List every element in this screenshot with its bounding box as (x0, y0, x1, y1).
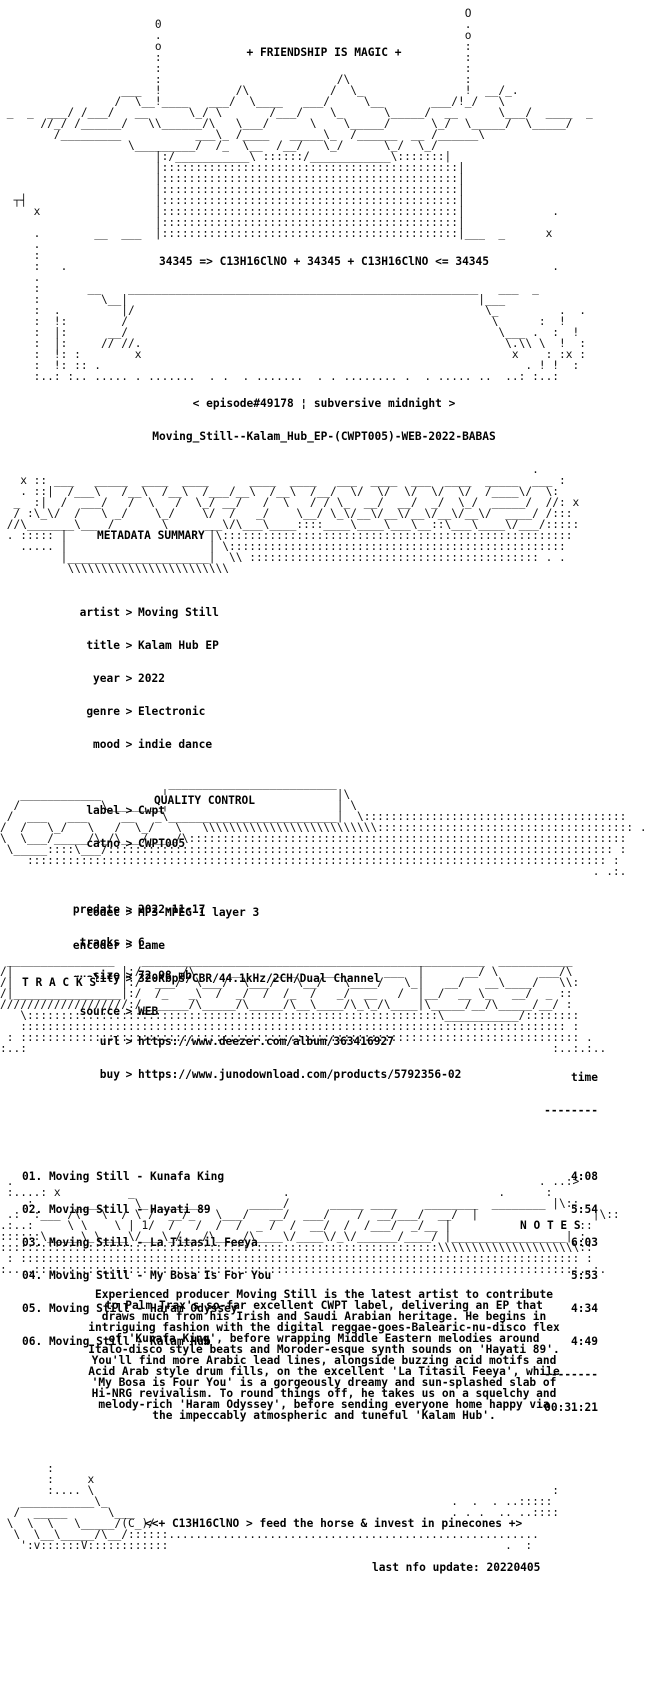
formula-line: 34345 => C13H16ClNO + 34345 + C13H16ClNO… (158, 255, 490, 268)
meta-tracks: tracks>6 (79, 936, 145, 949)
quality-section-title: QUALITY CONTROL (154, 794, 256, 807)
time-header: time (571, 1071, 598, 1084)
footer-art: : : x :.... \ : ___________\_ . . . ..::… (6, 1463, 560, 1551)
quality-section-art: _________________________ ____________ |… (0, 778, 647, 877)
meta-label: label>Cwpt (86, 804, 165, 817)
total-time: 00:31:21 (544, 1401, 598, 1414)
quality-codec: codec>MP3 MPEG 1 layer 3 (86, 906, 260, 919)
buy-link[interactable]: https://www.junodownload.com/products/57… (138, 1068, 462, 1081)
meta-buy: buy>https://www.junodownload.com/product… (99, 1068, 462, 1081)
url-link[interactable]: https://www.deezer.com/album/363416927 (138, 1035, 394, 1048)
meta-predate: predate>2022-11-17 (72, 903, 206, 916)
quality-encoder: encoder>Lame (72, 939, 165, 952)
notes-section-title: N O T E S (520, 1219, 581, 1232)
quality-list: codec>MP3 MPEG 1 layer 3 encoder>Lame qu… (50, 885, 381, 1039)
quality-quality: quality>320Kbps/CBR/44.1kHz/2CH/Dual Cha… (72, 972, 381, 985)
meta-genre: genre>Electronic (86, 705, 206, 718)
metadata-section-art: . x :: ___ _____ ____ ____ ____ ____ ___… (6, 464, 580, 574)
metadata-section-title: METADATA SUMMARY (97, 529, 205, 542)
notes-body: Experienced producer Moving Still is the… (88, 1288, 560, 1422)
meta-artist: artist>Moving Still (79, 606, 219, 619)
meta-catno: catno>CWPT005 (86, 837, 186, 850)
tracklist: time -------- 01. Moving Still - Kunafa … (22, 1050, 598, 1435)
meta-url: url>https://www.deezer.com/album/3634169… (99, 1035, 394, 1048)
meta-year: year>2022 (93, 672, 165, 685)
footer-motto: <<+ C13H16ClNO > feed the horse & invest… (145, 1517, 523, 1530)
episode-line: < episode#49178 ¦ subversive midnight > (192, 397, 456, 410)
meta-size: size>72.98 mb (93, 969, 192, 982)
header-ascii-art: O 0 . . o o (6, 8, 593, 382)
time-rule-top: -------- (544, 1104, 598, 1117)
notes-section-art: . . ..:> :....: x _ . . : .: ____ \_ ___… (0, 1176, 620, 1275)
tracks-section-title: T R A C K S (22, 976, 97, 989)
meta-title: title>Kalam Hub EP (86, 639, 219, 652)
meta-mood: mood>indie dance (93, 738, 213, 751)
metadata-list: artist>Moving Still title>Kalam Hub EP y… (50, 585, 461, 1102)
release-name: Moving_Still--Kalam_Hub_EP-(CWPT005)-WEB… (152, 430, 496, 443)
quality-source: source>WEB (79, 1005, 159, 1018)
time-rule-bottom: -------- (544, 1368, 598, 1381)
last-update: last nfo update: 20220405 (372, 1561, 541, 1574)
tagline: + FRIENDSHIP IS MAGIC + (246, 46, 402, 59)
tracks-section-art: ________________ _______________________… (0, 955, 607, 1054)
